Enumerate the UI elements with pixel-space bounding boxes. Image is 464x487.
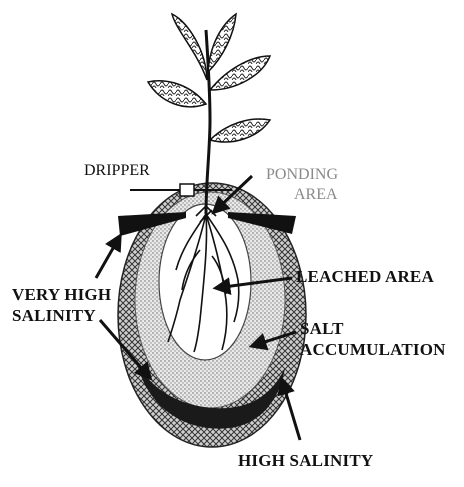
ponding-area-label: PONDING AREA (266, 165, 338, 205)
dripper-emitter (180, 184, 194, 196)
salt-accumulation-label: SALT ACCUMULATION (300, 318, 446, 361)
high-salinity-label: HIGH SALINITY (238, 452, 373, 469)
ponding-area-line-2: AREA (266, 185, 338, 205)
salt-accumulation-line-1: SALT (300, 318, 446, 339)
leached-area-label: LEACHED AREA (296, 268, 434, 285)
very-high-salinity-line-2: SALINITY (12, 305, 111, 326)
dripper-label: DRIPPER (84, 163, 150, 179)
ponding-area-line-1: PONDING (266, 165, 338, 185)
very-high-salinity-label: VERY HIGH SALINITY (12, 284, 111, 327)
very-high-salinity-line-1: VERY HIGH (12, 284, 111, 305)
leached-zone (159, 204, 251, 360)
arrow-very-high-salinity-up (96, 236, 120, 278)
salt-accumulation-line-2: ACCUMULATION (300, 339, 446, 360)
arrow-high-salinity (282, 380, 300, 440)
